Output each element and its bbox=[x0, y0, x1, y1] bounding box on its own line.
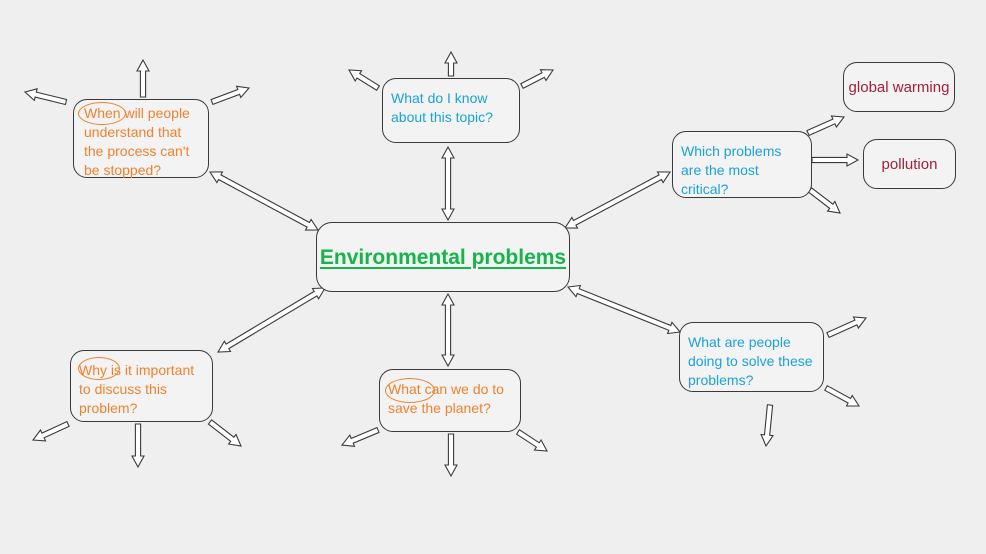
arrow-what-can-right bbox=[515, 429, 548, 452]
arrow-when-up bbox=[136, 58, 150, 98]
arrow-center-to-when bbox=[208, 171, 320, 231]
arrow-know-right bbox=[520, 69, 555, 90]
question-label-critical: Which problems are the most critical? bbox=[681, 143, 782, 197]
arrow-what-people-down bbox=[760, 404, 774, 448]
arrow-what-can-down bbox=[444, 433, 458, 478]
question-node-critical[interactable]: Which problems are the most critical? bbox=[672, 131, 812, 198]
problem-node-global-warming[interactable]: global warming bbox=[843, 62, 955, 112]
central-topic-label: Environmental problems bbox=[319, 245, 567, 269]
question-node-why[interactable]: Why is it important to discuss this prob… bbox=[70, 350, 213, 422]
arrow-when-left bbox=[23, 88, 68, 106]
question-node-what-can-we-do[interactable]: What can we do to save the planet? bbox=[379, 369, 521, 432]
arrow-when-right bbox=[210, 85, 251, 106]
question-node-know[interactable]: What do I know about this topic? bbox=[382, 78, 520, 143]
question-label-know: What do I know about this topic? bbox=[391, 90, 493, 125]
arrow-center-to-what-people bbox=[566, 284, 682, 335]
arrow-why-right bbox=[207, 419, 242, 447]
arrow-critical-to-pollution bbox=[811, 153, 860, 167]
question-node-what-people[interactable]: What are people doing to solve these pro… bbox=[679, 322, 824, 392]
arrow-what-people-right bbox=[826, 316, 868, 339]
question-label-what-people: What are people doing to solve these pro… bbox=[688, 334, 813, 388]
arrow-center-to-critical bbox=[563, 171, 672, 229]
arrow-know-left bbox=[348, 69, 381, 91]
arrow-why-down bbox=[131, 423, 145, 469]
arrow-what-can-left bbox=[340, 426, 380, 447]
arrow-what-people-lower-right bbox=[824, 384, 861, 407]
arrow-center-to-what-can-we-do bbox=[441, 292, 455, 368]
question-node-when[interactable]: When will people understand that the pro… bbox=[73, 99, 209, 178]
question-label-what-can-we-do: What can we do to save the planet? bbox=[388, 381, 504, 416]
problem-label-pollution: pollution bbox=[881, 155, 938, 173]
arrow-center-to-know bbox=[441, 145, 455, 222]
arrow-why-left bbox=[31, 420, 70, 442]
problem-node-pollution[interactable]: pollution bbox=[863, 139, 956, 189]
arrow-critical-down bbox=[807, 187, 841, 214]
arrow-know-up bbox=[444, 50, 458, 77]
question-label-when: When will people understand that the pro… bbox=[84, 105, 190, 178]
arrow-critical-to-global-warming bbox=[806, 115, 846, 137]
question-label-why: Why is it important to discuss this prob… bbox=[79, 362, 195, 416]
central-topic-node[interactable]: Environmental problems bbox=[316, 222, 570, 292]
arrow-center-to-why bbox=[217, 287, 326, 353]
problem-label-global-warming: global warming bbox=[848, 78, 950, 96]
